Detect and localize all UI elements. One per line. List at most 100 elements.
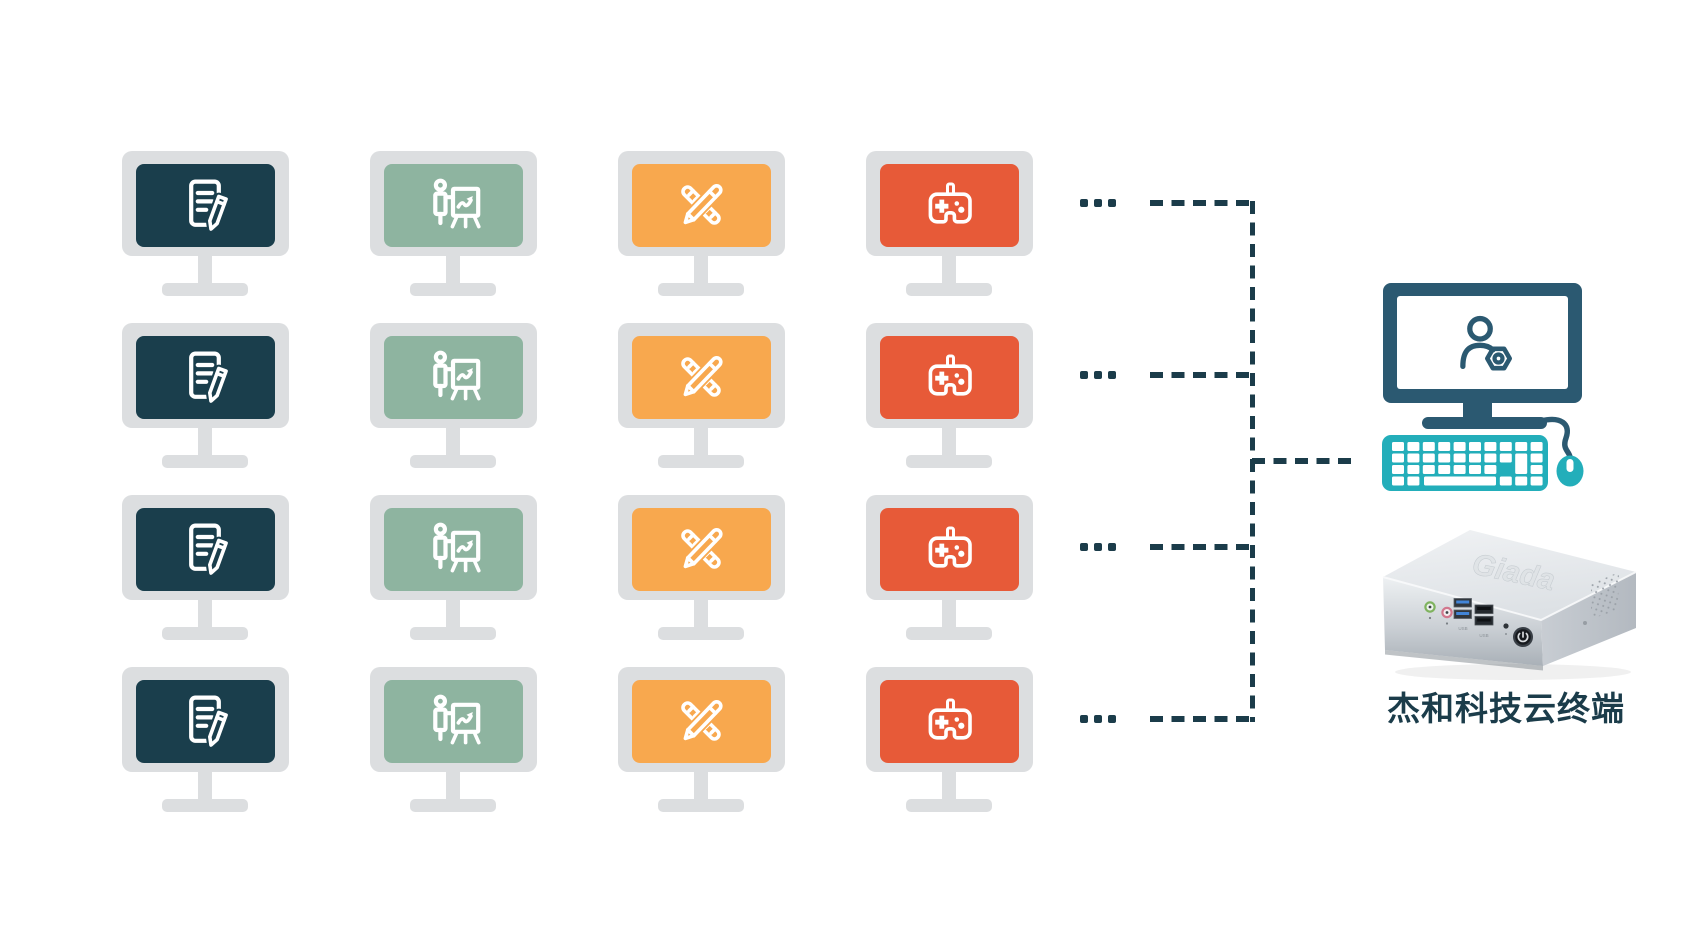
client-monitor-gaming [865, 150, 1033, 298]
monitor-stand-neck [446, 599, 460, 629]
monitor-screen [631, 163, 771, 247]
monitor-bezel [369, 494, 537, 600]
document-edit-icon [175, 519, 235, 579]
connector-row-line [1150, 544, 1252, 550]
keyboard [1382, 435, 1548, 491]
monitor-stand-base [410, 798, 496, 812]
connector-branch-line [1252, 458, 1353, 464]
cloud-terminal-label: 杰和科技云终端 [1387, 690, 1625, 727]
monitor-stand-neck [198, 599, 212, 629]
client-monitor-document [121, 322, 289, 470]
monitor-stand-base [658, 626, 744, 640]
monitor-stand-neck [942, 427, 956, 457]
monitor-bezel [865, 150, 1033, 256]
monitor-bezel [865, 494, 1033, 600]
monitor-screen [879, 335, 1019, 419]
monitor-stand-neck [198, 255, 212, 285]
monitor-stand-base [162, 282, 248, 296]
document-edit-icon [175, 175, 235, 235]
gamepad-icon [919, 519, 979, 579]
admin-monitor-neck [1463, 403, 1492, 418]
monitor-screen [383, 679, 523, 763]
ellipsis-dots [1080, 543, 1116, 551]
monitor-screen [383, 163, 523, 247]
connector-row-line [1150, 372, 1252, 378]
monitor-bezel [865, 666, 1033, 772]
monitor-screen [135, 507, 275, 591]
monitor-stand-base [162, 454, 248, 468]
admin-workstation [1382, 283, 1584, 491]
monitor-stand-neck [446, 427, 460, 457]
client-monitor-design [617, 322, 785, 470]
monitor-screen [383, 507, 523, 591]
monitor-stand-neck [694, 771, 708, 801]
monitor-stand-base [162, 798, 248, 812]
monitor-screen [135, 163, 275, 247]
monitor-stand-base [658, 798, 744, 812]
gamepad-icon [919, 347, 979, 407]
client-monitor-document [121, 666, 289, 814]
mouse-cable [1538, 416, 1573, 460]
monitor-stand-base [658, 282, 744, 296]
monitor-bezel [121, 322, 289, 428]
device-front-face [1383, 577, 1543, 666]
monitor-bezel [865, 322, 1033, 428]
client-monitor-presentation [369, 494, 537, 642]
monitor-stand-base [906, 626, 992, 640]
monitor-screen [631, 507, 771, 591]
document-edit-icon [175, 347, 235, 407]
monitor-screen [135, 335, 275, 419]
client-monitor-gaming [865, 322, 1033, 470]
side-hole [1583, 621, 1587, 625]
usb3-ports [1453, 598, 1472, 619]
device-top-face [1383, 530, 1636, 620]
monitor-stand-neck [694, 599, 708, 629]
design-tools-icon [671, 519, 731, 579]
monitor-stand-neck [198, 427, 212, 457]
client-monitor-presentation [369, 666, 537, 814]
presenter-chart-icon [423, 691, 483, 751]
monitor-stand-neck [694, 427, 708, 457]
monitor-stand-neck [446, 771, 460, 801]
device-front-ports: USB USB [1424, 598, 1587, 647]
monitor-screen [879, 679, 1019, 763]
monitor-bezel [121, 666, 289, 772]
gamepad-icon [919, 691, 979, 751]
cloud-terminal-device: Giada USB USB [1382, 530, 1637, 680]
admin-monitor-base [1422, 417, 1547, 429]
client-monitor-document [121, 494, 289, 642]
client-monitor-gaming [865, 494, 1033, 642]
client-monitor-document [121, 150, 289, 298]
monitor-stand-neck [694, 255, 708, 285]
design-tools-icon [671, 691, 731, 751]
ellipsis-dots [1080, 371, 1116, 379]
monitor-bezel [617, 494, 785, 600]
admin-monitor-screen [1397, 296, 1568, 389]
usb-label: USB [1479, 633, 1488, 638]
presenter-chart-icon [423, 175, 483, 235]
monitor-bezel [617, 666, 785, 772]
device-vent-grille [1591, 572, 1619, 619]
monitor-stand-base [906, 798, 992, 812]
monitor-stand-base [906, 282, 992, 296]
monitor-screen [383, 335, 523, 419]
monitor-bezel [121, 150, 289, 256]
monitor-stand-base [410, 282, 496, 296]
monitor-screen [879, 507, 1019, 591]
monitor-bezel [121, 494, 289, 600]
connector-row-line [1150, 716, 1252, 722]
monitor-stand-base [410, 626, 496, 640]
monitor-bezel [369, 150, 537, 256]
design-tools-icon [671, 175, 731, 235]
presenter-chart-icon [423, 519, 483, 579]
document-edit-icon [175, 691, 235, 751]
client-monitor-design [617, 150, 785, 298]
monitor-bezel [369, 666, 537, 772]
monitor-stand-base [658, 454, 744, 468]
monitor-stand-base [162, 626, 248, 640]
monitor-stand-neck [942, 599, 956, 629]
monitor-stand-base [410, 454, 496, 468]
monitor-stand-base [906, 454, 992, 468]
client-monitor-presentation [369, 150, 537, 298]
